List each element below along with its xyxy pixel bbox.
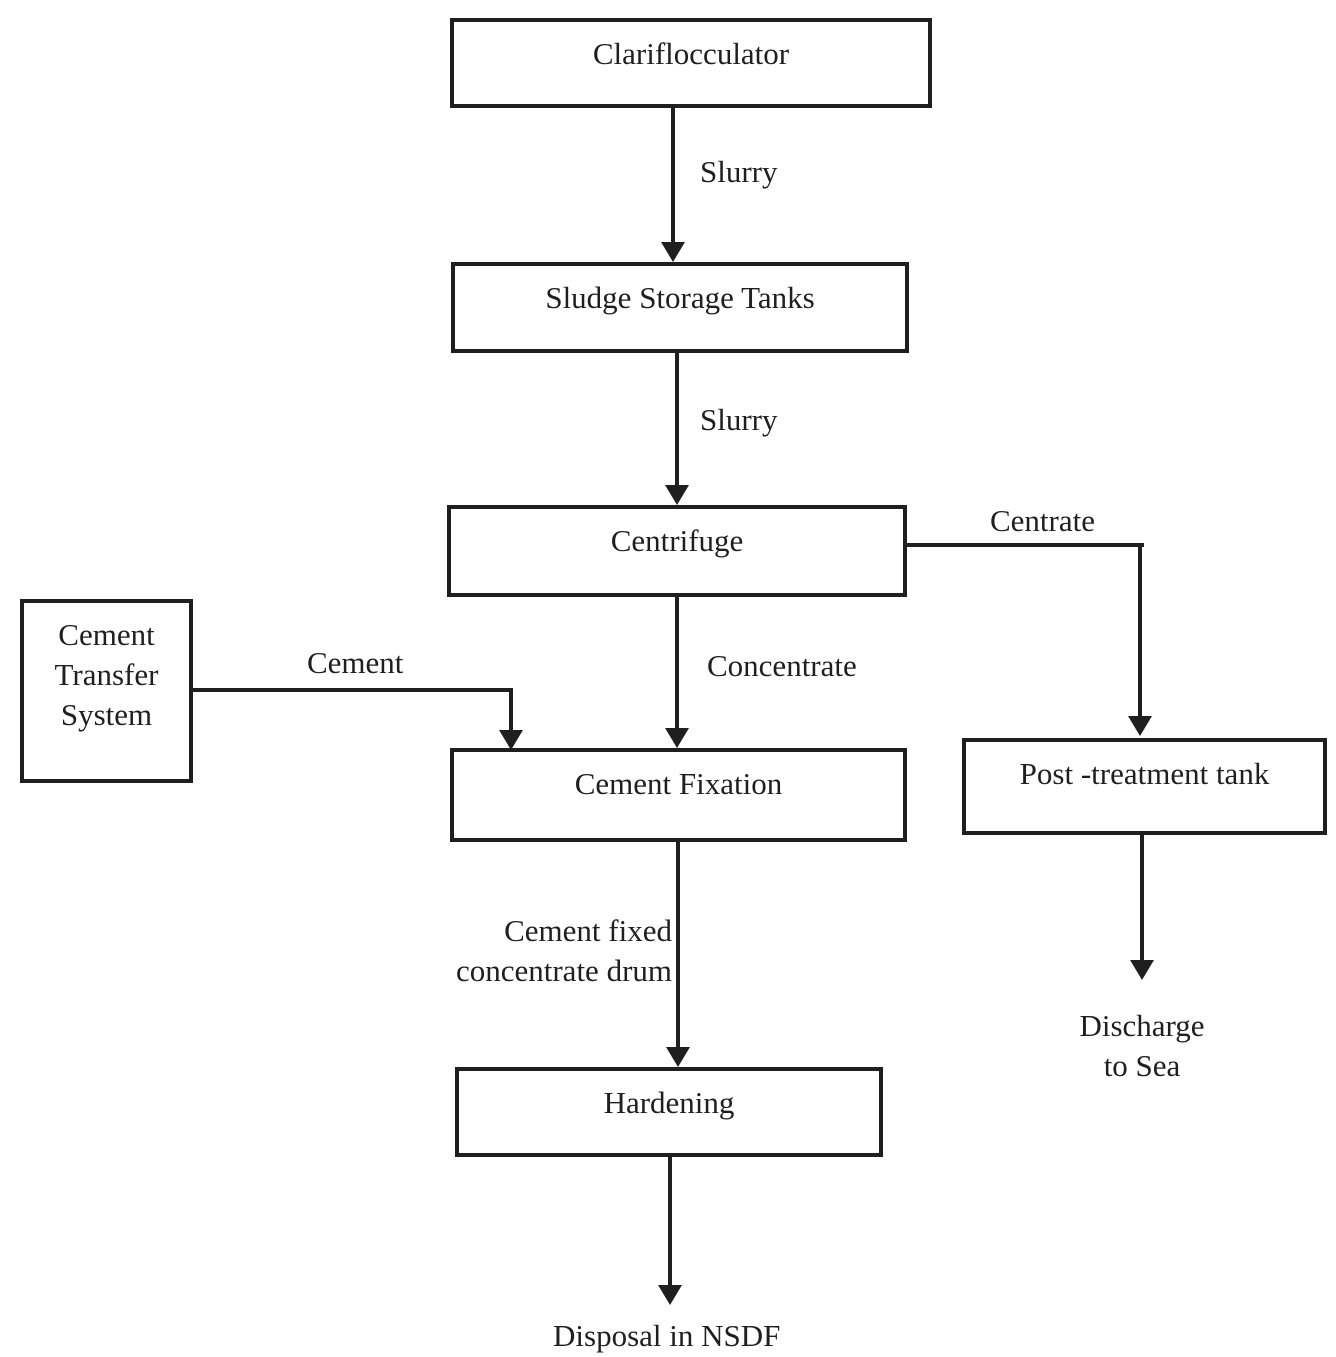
edge-label-slurry-1: Slurry (700, 154, 778, 189)
edge-label-discharge-to-sea: Discharge to Sea (1079, 1008, 1205, 1083)
edge-label-cement: Cement (307, 645, 404, 680)
arrow-slurry-2-head (665, 485, 689, 505)
edge-label-cement-fixed-drum: Cement fixed concentrate drum (455, 913, 672, 988)
arrow-slurry-1-line (671, 108, 675, 244)
node-centrifuge: Centrifuge (447, 505, 907, 597)
edge-label-disposal-nsdf: Disposal in NSDF (553, 1318, 781, 1353)
arrow-concentrate-head (665, 728, 689, 748)
edge-label-centrate: Centrate (990, 503, 1096, 538)
arrow-cement-vline (509, 688, 513, 732)
arrow-centrate-head (1128, 716, 1152, 736)
arrow-centrate-hline (907, 543, 1144, 547)
arrow-disposal-line (668, 1157, 672, 1287)
node-clariflocculator: Clariflocculator (450, 18, 932, 108)
edge-label-slurry-2: Slurry (700, 402, 778, 437)
node-post-treatment-tank: Post -treatment tank (962, 738, 1327, 835)
arrow-fixed-drum-line (676, 842, 680, 1049)
node-cement-transfer-system: Cement Transfer System (20, 599, 193, 783)
edge-label-concentrate: Concentrate (707, 648, 857, 683)
arrow-disposal-head (658, 1285, 682, 1305)
arrow-discharge-line (1140, 835, 1144, 962)
arrow-cement-head (499, 730, 523, 750)
node-hardening: Hardening (455, 1067, 883, 1157)
arrow-fixed-drum-head (666, 1047, 690, 1067)
node-sludge-storage-tanks: Sludge Storage Tanks (451, 262, 909, 353)
arrow-discharge-head (1130, 960, 1154, 980)
arrow-slurry-2-line (675, 353, 679, 485)
arrow-concentrate-line (675, 597, 679, 730)
arrow-slurry-1-head (661, 242, 685, 262)
node-cement-fixation: Cement Fixation (450, 748, 907, 842)
arrow-cement-hline (193, 688, 513, 692)
arrow-centrate-vline (1138, 543, 1142, 718)
